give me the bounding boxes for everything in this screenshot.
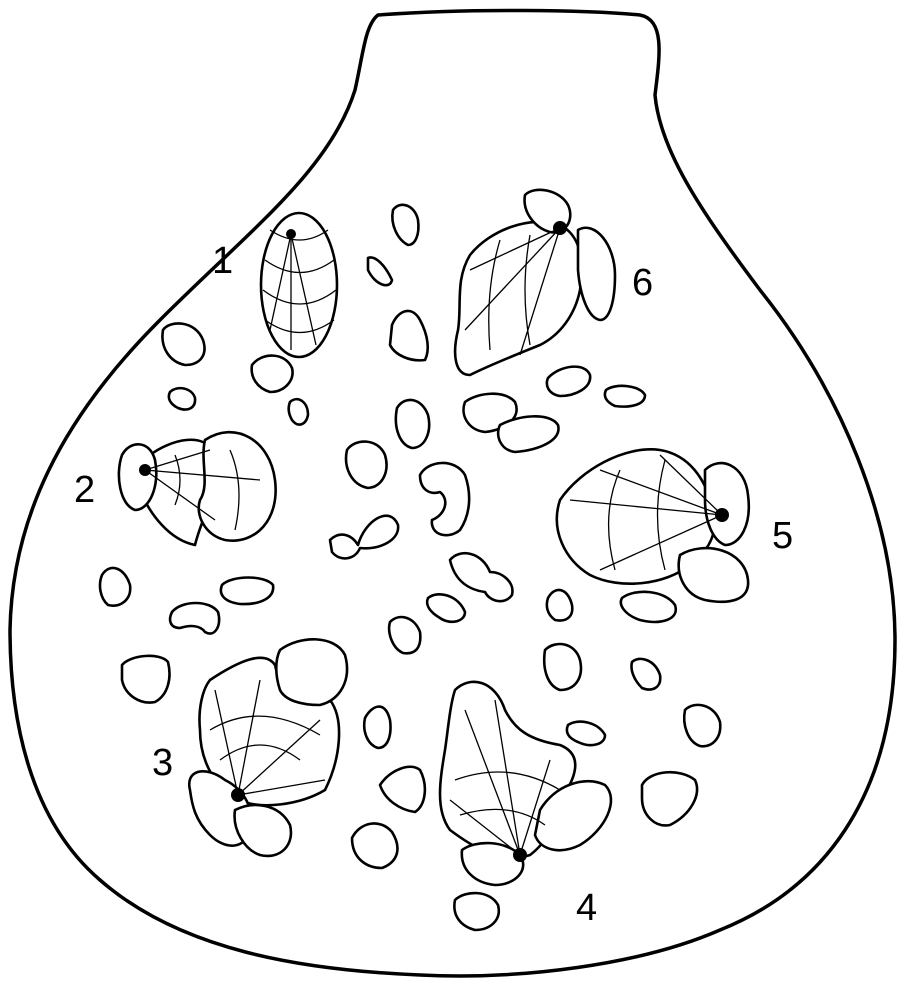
label-2: 2	[74, 469, 95, 511]
label-5: 5	[772, 515, 793, 557]
label-3: 3	[152, 742, 173, 784]
label-4: 4	[576, 887, 597, 929]
label-1: 1	[212, 240, 233, 282]
label-6: 6	[632, 262, 653, 304]
field-1	[261, 213, 337, 357]
